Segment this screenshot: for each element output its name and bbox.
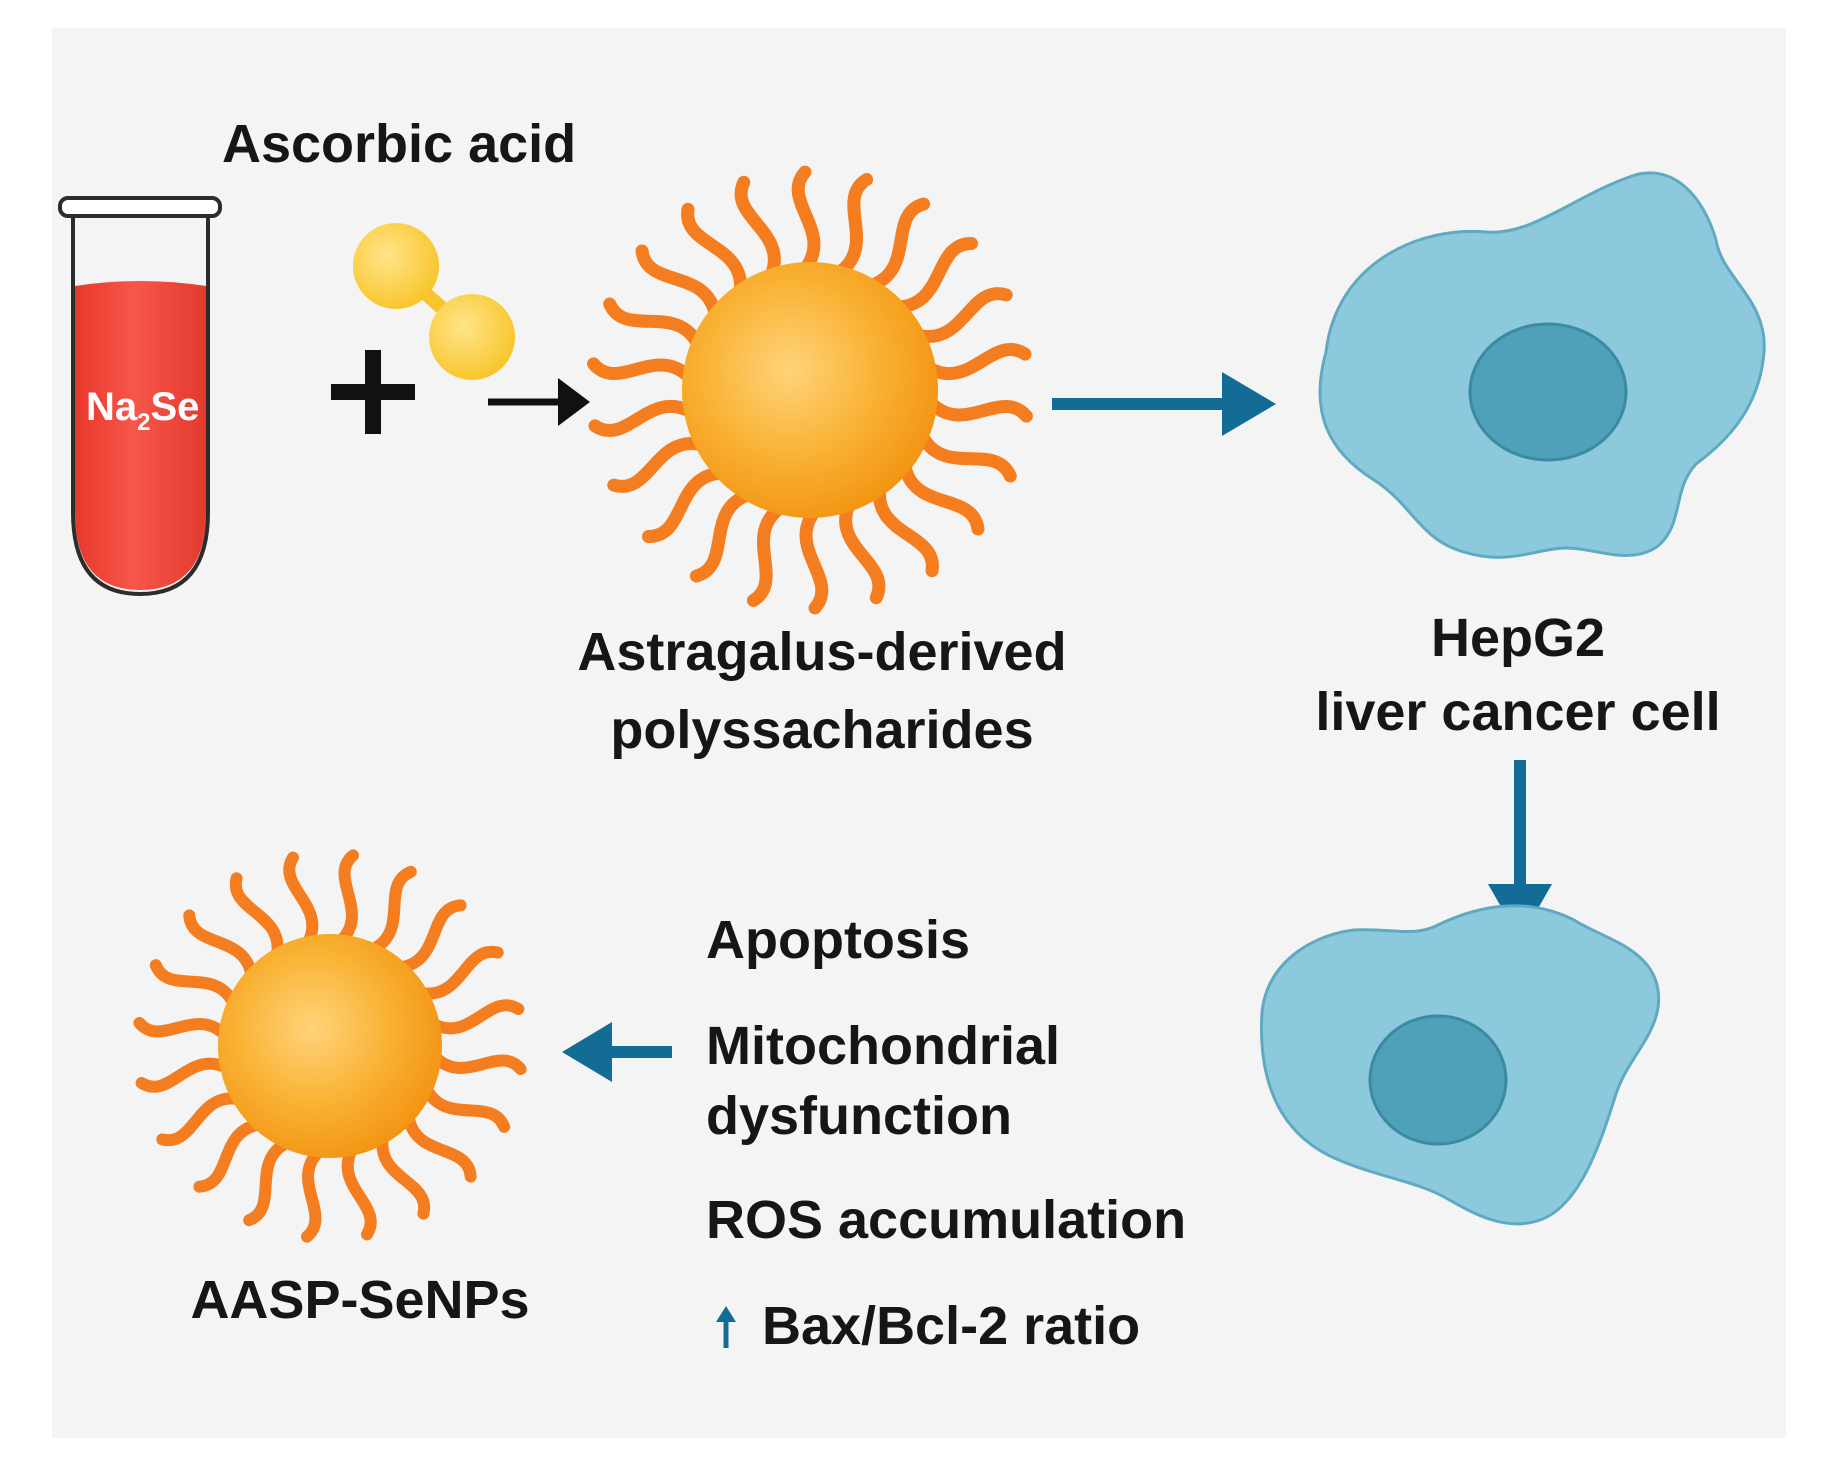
- ligand-tail: [229, 872, 284, 958]
- ligand-tail: [642, 466, 725, 544]
- ligand-tail: [587, 357, 694, 382]
- product-label: AASP-SeNPs: [190, 1270, 529, 1330]
- ligand-tail: [835, 173, 874, 277]
- ligand-tail: [135, 1057, 230, 1093]
- effect-ros: ROS accumulation: [706, 1190, 1186, 1250]
- test-tube-icon: Na2Se: [58, 196, 222, 597]
- ligand-tail: [183, 909, 257, 979]
- arrow-to-cell: [1052, 372, 1276, 436]
- ligand-tail: [588, 399, 695, 437]
- ligand-tail: [926, 398, 1033, 423]
- particle-core: [218, 934, 442, 1158]
- cell-nucleus: [1468, 322, 1628, 462]
- ligand-tail: [839, 501, 886, 605]
- ligand-tail: [915, 287, 1013, 343]
- nanoparticle-icon: [587, 165, 1033, 615]
- ligand-tail: [193, 1119, 263, 1193]
- ligand-tail: [895, 236, 978, 314]
- cell-label-line1: HepG2: [1431, 608, 1605, 668]
- tube-label-subscript: 2: [137, 409, 150, 436]
- ligand-tail: [689, 489, 752, 583]
- ligand-tail: [301, 1147, 324, 1243]
- ligand-tail: [283, 851, 319, 946]
- ligand-tail: [868, 197, 931, 291]
- ligand-tail: [872, 486, 939, 578]
- ligand-tail: [149, 959, 238, 1007]
- effect-mitochondrial-line2: dysfunction: [706, 1086, 1012, 1146]
- ligand-tail: [603, 297, 703, 348]
- ligand-tail: [369, 865, 417, 954]
- cell-label-line2: liver cancer cell: [1315, 682, 1720, 742]
- ligand-tail: [799, 507, 829, 615]
- ligand-tail: [133, 1017, 229, 1040]
- ligand-tail: [899, 462, 985, 536]
- cancer-cell-icon: [1318, 171, 1766, 559]
- tube-glass: [71, 214, 210, 597]
- ascorbic-acid-label: Ascorbic acid: [222, 114, 576, 174]
- tube-rim: [58, 196, 222, 218]
- ligand-tail: [341, 1146, 377, 1241]
- ligand-tail: [376, 1134, 431, 1220]
- ligand-tail: [635, 244, 721, 318]
- ligand-tail: [336, 849, 359, 945]
- ligand-tail: [243, 1138, 291, 1227]
- cell-nucleus-treated: [1368, 1014, 1508, 1146]
- tube-label-main: Na: [86, 385, 138, 429]
- ligand-tail: [422, 1085, 511, 1133]
- effect-apoptosis: Apoptosis: [706, 910, 970, 970]
- effect-mitochondrial-line1: Mitochondrial: [706, 1016, 1060, 1076]
- nanoparticle-icon: [133, 849, 527, 1243]
- ligand-tail: [431, 1052, 527, 1075]
- cancer-cell-icon: [1260, 904, 1661, 1226]
- plus-sign: [331, 350, 415, 434]
- particle-core: [682, 262, 938, 518]
- ligand-tail: [418, 945, 504, 1000]
- ligand-tail: [925, 343, 1032, 381]
- ascorbic-acid-molecule-icon: [353, 223, 515, 380]
- ligand-tail: [607, 437, 705, 493]
- arrow-to-product: [562, 1022, 672, 1082]
- ligand-tail: [681, 202, 748, 294]
- ligand-tail: [734, 175, 781, 279]
- tube-label: Na2Se: [86, 385, 199, 436]
- ligand-tail: [430, 999, 525, 1035]
- polysaccharide-label-line2: polyssacharides: [610, 700, 1033, 760]
- effect-bax-bcl2: Bax/Bcl-2 ratio: [762, 1296, 1140, 1356]
- ligand-tail: [791, 165, 821, 273]
- ligand-tail: [403, 1113, 477, 1183]
- ligand-tail: [397, 899, 467, 973]
- tube-liquid: [75, 281, 206, 590]
- ligand-tail: [746, 503, 785, 607]
- ligand-tail: [156, 1092, 242, 1147]
- reaction-arrow: [488, 378, 590, 426]
- increase-arrow-icon: [716, 1306, 736, 1348]
- polysaccharide-label-line1: Astragalus-derived: [577, 622, 1066, 682]
- ligand-tail: [917, 432, 1017, 483]
- tube-label-rest: Se: [151, 385, 200, 429]
